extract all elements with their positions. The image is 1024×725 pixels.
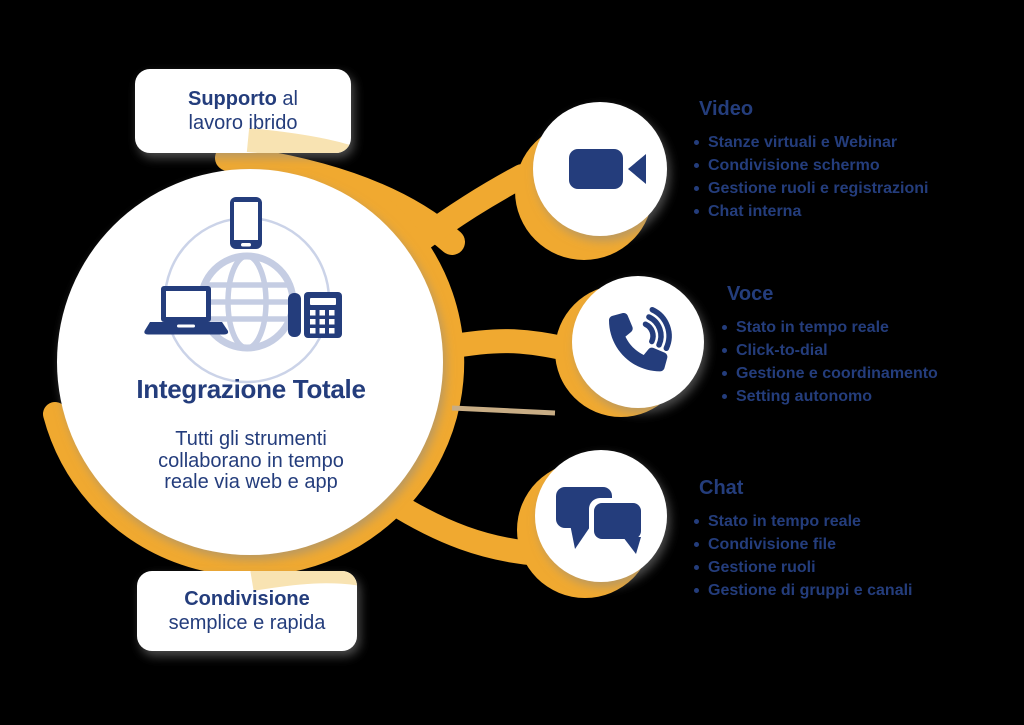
list-item-label: Setting autonomo — [736, 387, 872, 405]
thin-connector-line — [451, 405, 556, 416]
hub-ring-arc — [43, 175, 465, 577]
connector-voce — [436, 329, 574, 360]
central-icon-cluster — [144, 197, 342, 384]
list-item: Gestione ruoli — [694, 556, 912, 579]
phone-handset-icon — [609, 306, 672, 372]
laptop-icon — [144, 286, 229, 335]
callout-top-line1: Supporto al — [188, 87, 298, 111]
callout-bottom-label: Condivisione semplice e rapida — [137, 571, 357, 651]
list-item: Condivisione file — [694, 533, 912, 556]
list-item: Gestione ruoli e registrazioni — [694, 177, 929, 200]
list-item: Click-to-dial — [722, 339, 938, 362]
callout-bottom-line1: Condivisione — [184, 587, 310, 611]
list-item-label: Stanze virtuali e Webinar — [708, 133, 898, 151]
branch-chat: Chat Stato in tempo reale Condivisione f… — [694, 476, 912, 602]
callout-bottom-line2: semplice e rapida — [168, 612, 326, 634]
list-item-label: Stato in tempo reale — [708, 512, 861, 530]
branch-video-heading: Video — [699, 98, 754, 120]
list-item: Setting autonomo — [722, 385, 938, 408]
bullet-dot — [694, 209, 699, 214]
list-item: Chat interna — [694, 200, 929, 223]
bullet-dot — [694, 163, 699, 168]
callout-top-box — [135, 69, 351, 153]
callout-top-rest: al — [276, 88, 298, 110]
bullet-dot — [722, 394, 727, 399]
bullet-dot — [694, 186, 699, 191]
bullet-dot — [722, 371, 727, 376]
list-item-label: Condivisione file — [708, 535, 837, 553]
center-subtitle: Tutti gli strumenti collaborano in tempo… — [91, 428, 411, 494]
smartphone-icon — [230, 197, 262, 249]
central-circle — [57, 169, 443, 555]
branch-video: Video Stanze virtuali e Webinar Condivis… — [694, 97, 929, 223]
callout-bottom-bold: Condivisione — [184, 588, 310, 610]
video-camera-icon — [569, 149, 646, 189]
yellow-connector-network — [43, 145, 574, 577]
list-item: Gestione e coordinamento — [722, 362, 938, 385]
list-item: Stato in tempo reale — [694, 510, 912, 533]
callout-bottom-box — [137, 571, 357, 651]
list-item-label: Gestione e coordinamento — [736, 364, 938, 382]
list-item-label: Gestione di gruppi e canali — [708, 581, 913, 599]
bullet-dot — [694, 519, 699, 524]
branch-voce: Voce Stato in tempo reale Click-to-dial … — [722, 282, 938, 408]
list-item-label: Chat interna — [708, 202, 802, 220]
list-item-label: Condivisione schermo — [708, 156, 880, 174]
list-item-label: Gestione ruoli e registrazioni — [708, 179, 929, 197]
list-item: Gestione di gruppi e canali — [694, 579, 912, 602]
bullet-dot — [694, 542, 699, 547]
center-title: Integrazione Totale — [136, 374, 366, 404]
callout-top-line2: lavoro ibrido — [188, 112, 298, 134]
branch-chat-heading: Chat — [699, 477, 744, 499]
callout-top-label: Supporto al lavoro ibrido — [135, 69, 351, 153]
connector-video — [406, 164, 534, 254]
bullet-dot — [722, 348, 727, 353]
bullet-dot — [694, 588, 699, 593]
list-item-label: Stato in tempo reale — [736, 318, 889, 336]
list-item: Stanze virtuali e Webinar — [694, 131, 929, 154]
desk-phone-icon — [288, 292, 342, 338]
branch-chat-list: Stato in tempo reale Condivisione file G… — [694, 510, 912, 602]
branch-voce-heading: Voce — [727, 283, 774, 305]
branch-voce-list: Stato in tempo reale Click-to-dial Gesti… — [722, 316, 938, 408]
branch-video-list: Stanze virtuali e Webinar Condivisione s… — [694, 131, 929, 223]
list-item-label: Gestione ruoli — [708, 558, 816, 576]
list-item-label: Click-to-dial — [736, 341, 828, 359]
center-subtitle-line2: collaborano in tempo — [158, 449, 344, 472]
list-item: Condivisione schermo — [694, 154, 929, 177]
voce-circle — [572, 276, 704, 408]
center-subtitle-line1: Tutti gli strumenti — [175, 428, 327, 450]
chat-bubbles-icon — [556, 487, 648, 561]
callout-top-tint — [246, 128, 351, 153]
bullet-dot — [694, 565, 699, 570]
bullet-dot — [694, 140, 699, 145]
callout-top-bold: Supporto — [188, 88, 277, 110]
bullet-dot — [722, 325, 727, 330]
center-subtitle-line3: reale via web e app — [164, 471, 338, 493]
list-item: Stato in tempo reale — [722, 316, 938, 339]
